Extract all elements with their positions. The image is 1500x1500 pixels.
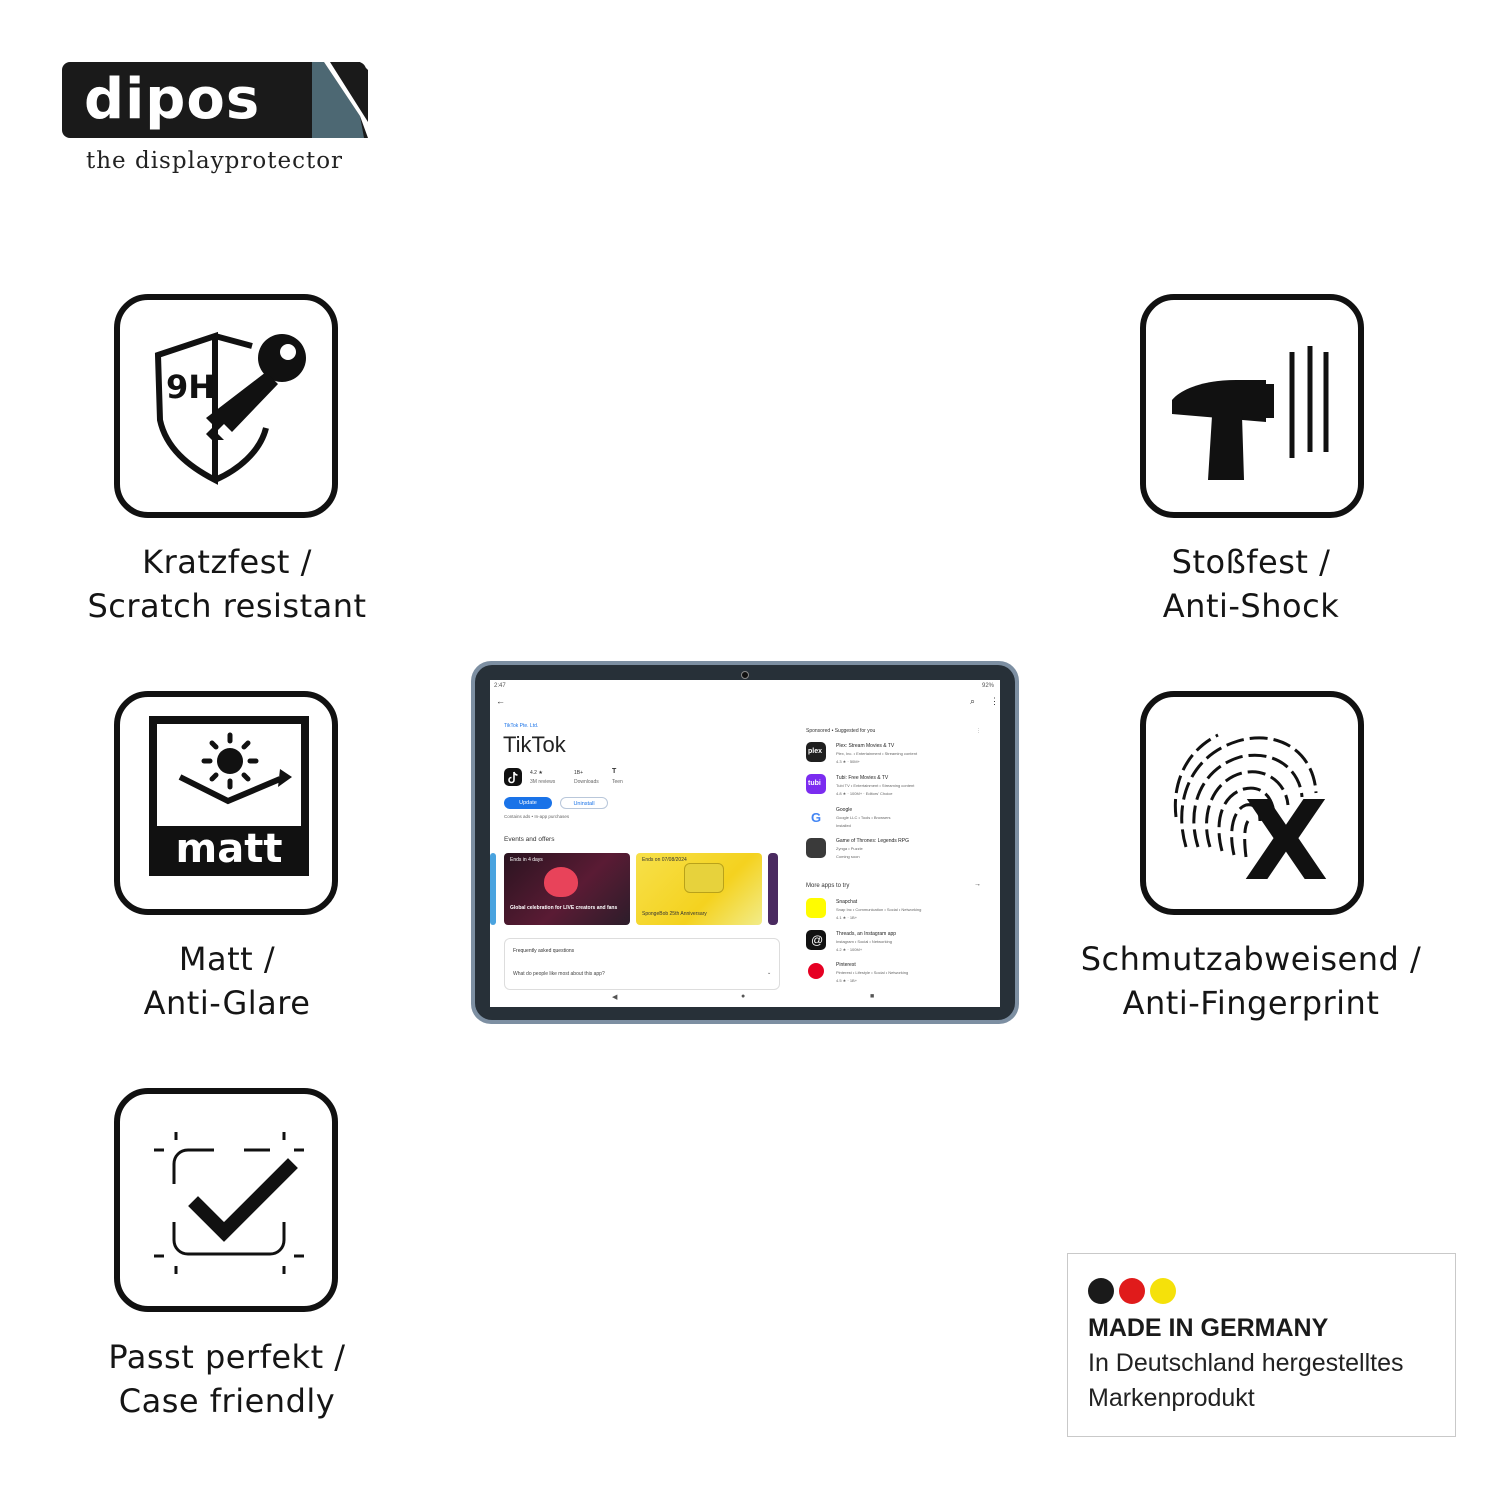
scratch-resistant-tile: 9H [114, 294, 338, 518]
case-friendly-tile [114, 1088, 338, 1312]
anti-shock-label: Stoßfest /Anti-Shock [1162, 543, 1340, 625]
got-app-icon[interactable] [806, 838, 826, 858]
arrow-right-icon[interactable]: → [974, 881, 981, 888]
purchase-note: Contains ads • In-app purchases [504, 814, 570, 819]
snapchat-app-icon[interactable] [806, 898, 826, 918]
fingerprint-x-icon: X [1173, 733, 1329, 905]
logo-tagline: the displayprotector [86, 148, 344, 174]
svg-text:X: X [1244, 777, 1329, 905]
rating: 4.2 ★ [530, 770, 543, 776]
threads-app-icon[interactable]: @ [806, 930, 826, 950]
tubi-app-icon[interactable]: tubi [806, 774, 826, 794]
downloads-count: 1B+ [574, 770, 584, 776]
tiktok-app-icon [504, 768, 522, 786]
reviews-count: 3M reviews [530, 779, 556, 785]
made-in-germany-title: MADE IN GERMANY [1088, 1314, 1329, 1342]
front-camera [741, 671, 749, 679]
more-vert-icon[interactable]: ⋮ [990, 696, 999, 706]
scratch-label: Kratzfest /Scratch resistant [87, 543, 367, 625]
flag-dot-gold [1150, 1278, 1176, 1304]
made-in-germany-line1: In Deutschland hergestelltes [1088, 1349, 1404, 1377]
flag-dot-black [1088, 1278, 1114, 1304]
checkmark-frame-icon [154, 1132, 304, 1274]
logo-wordmark: dipos [84, 67, 261, 132]
google-app-icon[interactable]: G [806, 807, 826, 827]
events-heading: Events and offers [504, 836, 555, 843]
uninstall-button[interactable]: Uninstall [560, 797, 608, 809]
anti-shock-tile [1140, 294, 1364, 518]
more-apps-heading: More apps to try [806, 883, 850, 889]
developer-name[interactable]: TikTok Pte. Ltd. [504, 723, 539, 729]
nav-home-icon[interactable]: ● [741, 993, 746, 1000]
hammer-icon [1172, 346, 1329, 480]
suggested-more-icon[interactable]: ⋮ [976, 728, 981, 734]
event-card-spongebob[interactable]: Ends on 07/08/2024 SpongeBob 25th Annive… [636, 853, 762, 925]
update-button[interactable]: Update [504, 797, 552, 809]
svg-text:matt: matt [176, 826, 283, 872]
status-battery: 92% [981, 683, 994, 689]
app-title: TikTok [503, 732, 566, 757]
downloads-label: Downloads [574, 779, 599, 785]
faq-card[interactable]: Frequently asked questions What do peopl… [504, 938, 780, 990]
status-time: 2:47 [494, 683, 506, 689]
chevron-down-icon: ⌄ [767, 970, 772, 976]
pinterest-app-icon[interactable] [806, 961, 826, 981]
svg-text:9H: 9H [166, 368, 215, 406]
matt-tile: matt [114, 691, 338, 915]
made-in-germany-badge: MADE IN GERMANY In Deutschland hergestel… [1067, 1253, 1456, 1437]
matt-sun-icon: matt [149, 716, 309, 876]
flag-dot-red [1119, 1278, 1145, 1304]
case-friendly-label: Passt perfekt /Case friendly [108, 1338, 346, 1420]
made-in-germany-line2: Markenprodukt [1088, 1384, 1255, 1412]
nav-recents-icon[interactable]: ■ [870, 993, 875, 1000]
matt-label: Matt /Anti-Glare [143, 940, 311, 1022]
search-icon[interactable]: ⌕ [970, 696, 976, 706]
plex-app-icon[interactable]: plex [806, 742, 826, 762]
anti-fingerprint-label: Schmutzabweisend /Anti-Fingerprint [1080, 940, 1422, 1022]
event-card-live[interactable]: Ends in 4 days Global celebration for LI… [504, 853, 630, 925]
age-rating: Teen [612, 779, 623, 785]
shield-9h-key-icon: 9H [154, 331, 306, 485]
nav-back-icon[interactable]: ◀ [612, 994, 618, 1001]
page-peel-icon [312, 62, 368, 138]
brand-logo: dipos the displayprotector [62, 62, 372, 182]
suggested-heading: Sponsored • Suggested for you [806, 728, 876, 734]
teen-rating-icon: T [612, 768, 617, 775]
tablet-screen: 2:47 92% ← ⌕ ⋮ TikTok Pte. Ltd. TikTok 4… [490, 680, 1000, 1007]
back-arrow-icon[interactable]: ← [496, 696, 505, 706]
anti-fingerprint-tile: X [1140, 691, 1364, 915]
